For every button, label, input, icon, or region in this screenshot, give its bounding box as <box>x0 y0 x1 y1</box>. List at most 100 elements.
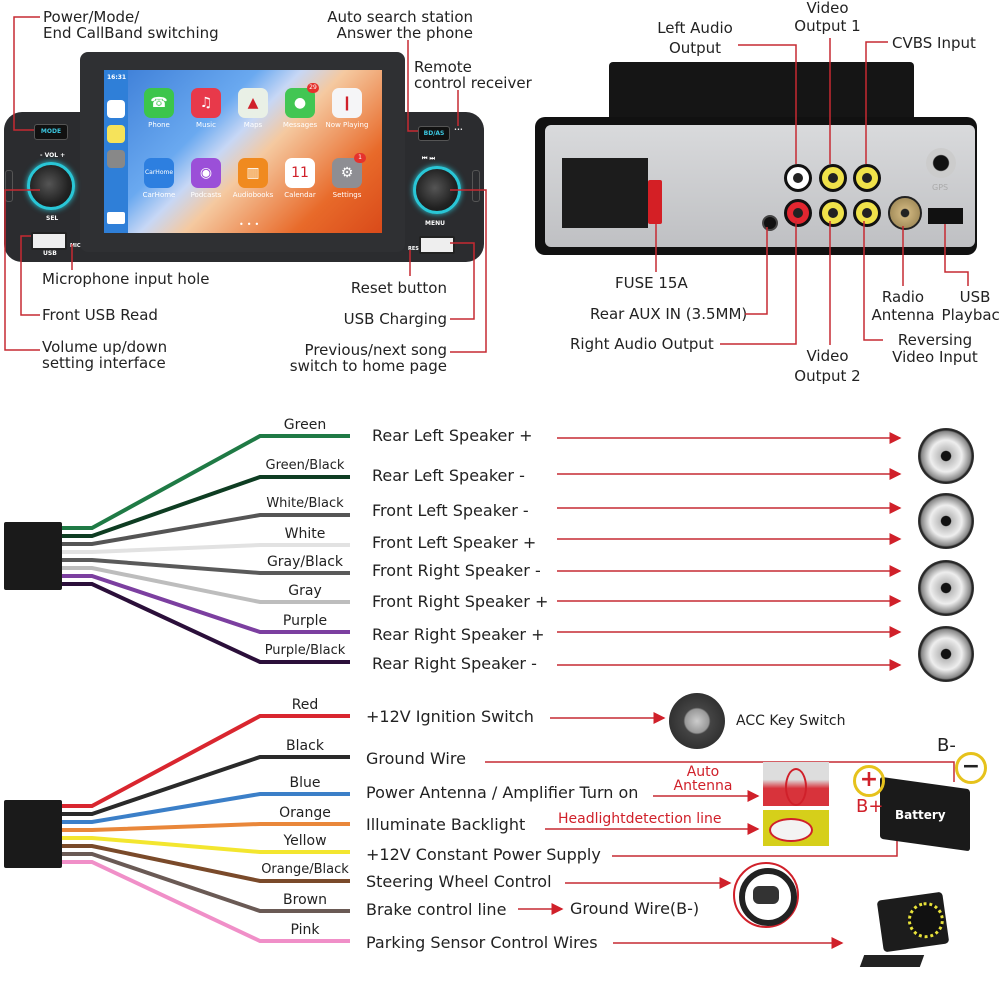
callout-prev-next-1: Previous/next song <box>304 341 447 359</box>
wire-function-label: Rear Left Speaker - <box>372 466 525 485</box>
wire-function-label: Front Left Speaker - <box>372 501 529 520</box>
front-usb-port[interactable] <box>31 232 67 250</box>
wire-function-label: Rear Right Speaker - <box>372 654 537 673</box>
callout-microphone: Microphone input hole <box>42 270 210 288</box>
callout-remote-2: control receiver <box>414 74 532 92</box>
wire-function-label: Ground Wire <box>366 749 466 768</box>
wire-red <box>62 714 350 808</box>
app-label: Podcasts <box>190 191 222 199</box>
steering-hub <box>753 886 779 904</box>
callout-video-out2-1: Video <box>806 347 849 365</box>
wire-function-label: Front Left Speaker + <box>372 533 537 552</box>
bd-as-button[interactable]: BD/AS <box>418 126 450 141</box>
app-label: Messages <box>282 121 318 129</box>
callout-line-usb-playback <box>944 224 969 286</box>
usb-label: USB <box>43 250 57 257</box>
video-out2-rca <box>819 199 847 227</box>
wire-color-label: Red <box>291 697 319 713</box>
wire-color-label: Blue <box>289 775 321 791</box>
left-slot <box>5 170 13 202</box>
callout-line-prev-next <box>450 189 487 353</box>
dashboard-grid-icon <box>107 212 125 224</box>
callout-volume-1: Volume up/down <box>42 338 168 356</box>
app-icon-now-playing[interactable]: ❙ <box>332 88 362 118</box>
headlight-image <box>763 810 829 846</box>
callout-aux: Rear AUX IN (3.5MM) <box>590 305 748 323</box>
gps-socket <box>926 148 956 178</box>
callout-usb-playback-2: Playback <box>941 306 1000 324</box>
callout-left-audio-2: Output <box>668 39 722 57</box>
callout-fuse: FUSE 15A <box>615 274 688 292</box>
callout-reset: Reset button <box>350 279 447 297</box>
sel-label: SEL <box>46 215 59 222</box>
gps-label: GPS <box>932 183 949 192</box>
highlight-ring <box>769 818 813 842</box>
remote-receiver-sensor: ••• <box>454 127 463 133</box>
app-icon-podcasts[interactable]: ◉ <box>191 158 221 188</box>
prev-next-icons: ⏮ ⏭ <box>422 155 435 162</box>
rear-usb-port <box>928 208 963 224</box>
callout-line-left-audio <box>738 44 797 164</box>
mic-label: MIC <box>70 243 81 249</box>
charging-usb-port[interactable] <box>419 236 455 254</box>
app-icon-messages[interactable]: ● <box>285 88 315 118</box>
negative-terminal-icon: − <box>955 752 987 784</box>
app-icon-maps[interactable]: ▲ <box>238 88 268 118</box>
carplay-sidebar: 16:31 <box>104 70 128 233</box>
b-plus-label: B+ <box>856 796 884 817</box>
steering-wheel-icon <box>739 868 797 926</box>
app-label: Phone <box>148 121 170 129</box>
wire-function-label: Power Antenna / Amplifier Turn on <box>366 783 639 802</box>
auto-antenna-label-2: Antenna <box>673 778 733 794</box>
speaker-icon <box>918 626 974 682</box>
app-label: CarHome <box>142 191 176 199</box>
wire-color-label: Gray <box>288 583 322 599</box>
headlight-label: Headlightdetection line <box>558 811 722 827</box>
wire-gray <box>62 566 350 604</box>
callout-line-reversing <box>863 221 883 341</box>
wire-function-label: Parking Sensor Control Wires <box>366 933 598 952</box>
app-icon-calendar[interactable]: 11 <box>285 158 315 188</box>
callout-video-out2-2: Output 2 <box>794 367 861 385</box>
app-label: Settings <box>332 191 362 199</box>
wire-gray-black <box>62 558 350 575</box>
wire-function-label: Rear Left Speaker + <box>372 426 533 445</box>
power-harness-plug <box>4 800 62 868</box>
sidebar-app-icon <box>107 100 125 118</box>
sidebar-app-icon <box>107 125 125 143</box>
speaker-harness-plug <box>4 522 62 590</box>
wire-color-label: Purple/Black <box>264 643 346 658</box>
wire-function-label: Illuminate Backlight <box>366 815 526 834</box>
wire-color-label: Green/Black <box>265 458 345 473</box>
left-audio-rca <box>784 164 812 192</box>
acc-key-switch-label: ACC Key Switch <box>736 713 846 729</box>
notification-badge: 1 <box>354 153 366 163</box>
auto-antenna-label-1: Auto <box>686 764 720 780</box>
wire-function-label: Brake control line <box>366 900 507 919</box>
highlight-ring <box>785 768 807 806</box>
app-icon-audiobooks[interactable]: ▥ <box>238 158 268 188</box>
aux-jack <box>762 215 778 231</box>
mode-button[interactable]: MODE <box>34 124 68 140</box>
iso-connector <box>562 158 648 228</box>
app-icon-phone[interactable]: ☎ <box>144 88 174 118</box>
callout-power-mode-1: Power/Mode/ <box>43 8 140 26</box>
fuse-15a <box>648 180 662 224</box>
app-icon-carhome[interactable]: CarHome <box>144 158 174 188</box>
steering-wheel-ring <box>733 862 799 928</box>
volume-knob[interactable] <box>27 162 75 210</box>
wire-function-label: Rear Right Speaker + <box>372 625 545 644</box>
callout-line-power-mode <box>13 16 40 131</box>
callout-auto-search-2: Answer the phone <box>336 24 473 42</box>
wire-black <box>62 755 350 816</box>
app-icon-settings[interactable]: ⚙ <box>332 158 362 188</box>
wire-color-label: Orange <box>279 805 331 821</box>
app-icon-music[interactable]: ♫ <box>191 88 221 118</box>
right-audio-rca <box>784 199 812 227</box>
callout-usb-charging: USB Charging <box>343 310 447 328</box>
wire-color-label: White/Black <box>266 496 344 511</box>
speaker-icon <box>918 560 974 616</box>
wire-color-label: Green <box>283 417 327 433</box>
